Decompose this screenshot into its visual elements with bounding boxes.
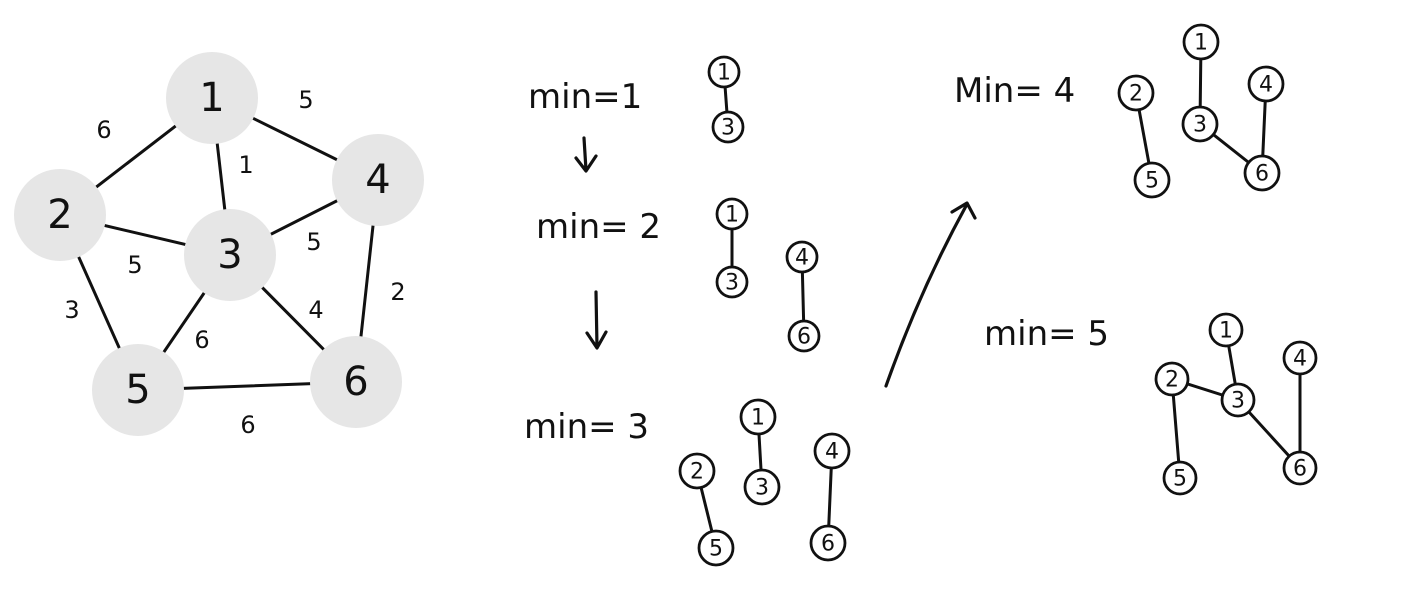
step-5-node-6 (1282, 450, 1318, 486)
step-5-label: min= 5 (984, 314, 1109, 354)
node-3 (184, 209, 276, 301)
step-3-node-5-label: 5 (709, 537, 723, 562)
step-4-node-6 (1243, 154, 1281, 192)
step-2: min= 2 1 3 4 6 (536, 197, 821, 353)
edge-2-5-weight: 3 (64, 296, 79, 324)
step-3-node-4-label: 4 (825, 440, 839, 465)
step-5-node-4 (1282, 340, 1318, 376)
step-4-node-3 (1181, 105, 1219, 143)
arrow-step1-to-step2 (574, 136, 598, 173)
step-1-label: min=1 (528, 77, 642, 117)
step-4-label: Min= 4 (954, 71, 1075, 111)
edge-3-5-weight: 6 (194, 326, 209, 354)
step-3-node-1 (739, 398, 777, 436)
step-5-node-2-label: 2 (1165, 368, 1179, 393)
node-6-label: 6 (343, 359, 368, 405)
node-2 (14, 169, 106, 261)
step-5-node-1-label: 1 (1219, 319, 1233, 344)
step-3: min= 3 2 5 1 3 4 6 (524, 398, 851, 567)
step-5-node-1 (1208, 312, 1244, 348)
step-4-node-1-label: 1 (1194, 31, 1208, 56)
step-3-node-2-label: 2 (690, 460, 704, 485)
step-1-node-3-label: 3 (721, 116, 735, 141)
step-2-label: min= 2 (536, 207, 661, 247)
step-arrows (574, 136, 977, 388)
step-3-node-5 (697, 529, 735, 567)
step-4-node-2 (1117, 74, 1155, 112)
node-5-label: 5 (125, 367, 150, 413)
step-5-node-5 (1162, 460, 1198, 496)
step-2-node-4-label: 4 (795, 246, 809, 271)
step-4-node-6-label: 6 (1255, 162, 1269, 187)
edge-3-4-weight: 5 (306, 228, 321, 256)
step-3-node-4 (813, 432, 851, 470)
step-4-node-1 (1182, 23, 1220, 61)
step-2-node-3-label: 3 (725, 271, 739, 296)
step-5-node-2 (1154, 361, 1190, 397)
step-3-label: min= 3 (524, 407, 649, 447)
step-4: Min= 4 2 5 1 3 4 6 (954, 23, 1285, 199)
node-1-label: 1 (199, 75, 224, 121)
step-4-node-5 (1133, 161, 1171, 199)
step-3-node-1-label: 1 (751, 406, 765, 431)
step-3-node-2 (678, 452, 716, 490)
edge-3-6-weight: 4 (308, 296, 323, 324)
step-3-node-3 (743, 468, 781, 506)
step-2-node-4 (785, 240, 819, 274)
kruskal-steps: min=1 1 3 min= 2 1 3 4 6 min= 3 2 5 1 3 4 6 Min= 4 2 5 1 3 4… (524, 23, 1318, 567)
step-5-node-5-label: 5 (1173, 467, 1187, 492)
step-1: min=1 1 3 (528, 55, 745, 144)
step-5-node-6-label: 6 (1293, 457, 1307, 482)
edge-1-3-weight: 1 (238, 151, 253, 179)
step-4-node-3-label: 3 (1193, 113, 1207, 138)
edge-5-6-weight: 6 (240, 411, 255, 439)
step-4-node-4 (1247, 65, 1285, 103)
step-3-node-6-label: 6 (821, 532, 835, 557)
step-5-node-3 (1220, 382, 1256, 418)
node-1 (166, 52, 258, 144)
step-3-node-3-label: 3 (755, 476, 769, 501)
node-3-label: 3 (217, 232, 242, 278)
weighted-graph: 1 2 3 4 5 6 6 1 5 5 3 5 6 4 2 6 (14, 52, 424, 439)
step-2-node-6-label: 6 (797, 325, 811, 350)
step-1-node-1 (707, 55, 741, 89)
arrow-step2-to-step3 (585, 290, 608, 350)
edge-2-3-weight: 5 (127, 251, 142, 279)
node-2-label: 2 (47, 192, 72, 238)
step-4-node-2-label: 2 (1129, 82, 1143, 107)
node-6 (310, 336, 402, 428)
edge-4-6-weight: 2 (390, 278, 405, 306)
step-5-node-3-label: 3 (1231, 389, 1245, 414)
step-4-node-5-label: 5 (1145, 169, 1159, 194)
step-2-node-6 (787, 319, 821, 353)
node-4-label: 4 (365, 157, 390, 203)
arrow-step3-to-step4 (884, 201, 977, 388)
step-4-node-4-label: 4 (1259, 73, 1273, 98)
step-1-node-1-label: 1 (717, 61, 731, 86)
step-1-node-3 (711, 110, 745, 144)
step-2-node-1 (715, 197, 749, 231)
step-3-node-6 (809, 524, 847, 562)
node-5 (92, 344, 184, 436)
node-4 (332, 134, 424, 226)
step-5-node-4-label: 4 (1293, 347, 1307, 372)
step-2-node-3 (715, 265, 749, 299)
edge-1-4-weight: 5 (298, 86, 313, 114)
step-5: min= 5 1 2 3 4 5 6 (984, 312, 1318, 496)
edge-1-2-weight: 6 (96, 116, 111, 144)
step-2-node-1-label: 1 (725, 203, 739, 228)
